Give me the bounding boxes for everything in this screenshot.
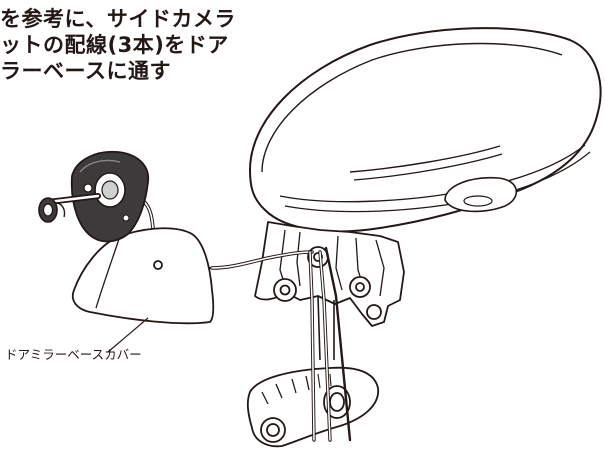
camera-connector	[38, 193, 101, 223]
instruction-line-2: ットの配線(3本)をドア	[0, 33, 229, 57]
instruction-line-3: ラーベースに通す	[0, 59, 171, 83]
mirror-base-cover-label: ドアミラーベースカバー	[5, 347, 142, 362]
mirror-base-cover	[71, 227, 215, 325]
door-mirror-housing	[249, 27, 602, 233]
instruction-text: を参考に、サイドカメラ ットの配線(3本)をドア ラーベースに通す	[0, 6, 280, 84]
side-camera	[70, 150, 150, 243]
instruction-line-1: を参考に、サイドカメラ	[0, 7, 236, 31]
mirror-base-bracket	[254, 221, 405, 361]
callout-leader-line	[107, 317, 149, 353]
